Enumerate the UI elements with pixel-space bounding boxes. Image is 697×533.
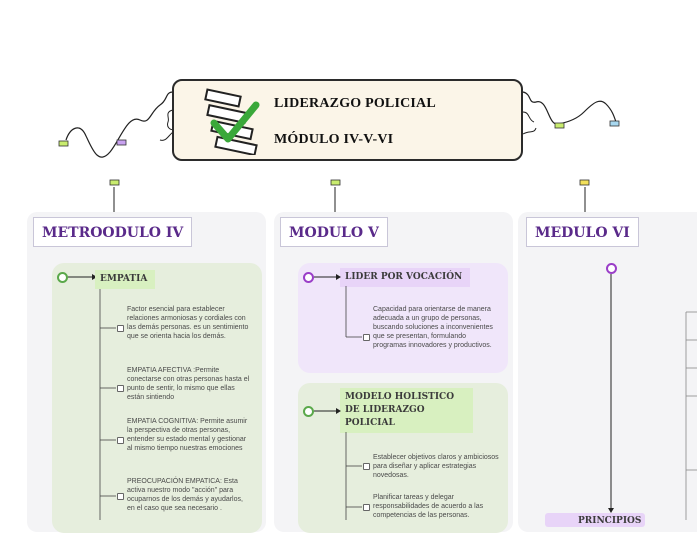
modelo-note-1: Establecer objetivos claros y ambiciosos… (373, 454, 499, 479)
note-checkbox[interactable] (117, 437, 124, 444)
central-title-line2: MÓDULO IV-V-VI (274, 132, 394, 147)
central-title-line1: LIDERAZGO POLICIAL (274, 96, 436, 111)
modelo-topic[interactable]: MODELO HOLISTICO DE LIDERAZGO POLICIAL (340, 388, 473, 433)
module-vi-title[interactable]: MEDULO VI (526, 217, 639, 247)
empatia-note-3: EMPATIA COGNITIVA: Permite asumir la per… (127, 418, 248, 452)
empatia-note-1: Factor esencial para establecer relacion… (127, 306, 249, 340)
module-v-branches (314, 274, 362, 520)
modelo-node-dot[interactable] (303, 406, 314, 417)
note-checkbox[interactable] (117, 325, 124, 332)
lider-node-dot[interactable] (303, 272, 314, 283)
lider-topic[interactable]: LIDER POR VOCACIÓN (340, 268, 470, 287)
checklist-icon (190, 87, 270, 157)
module-iv-title[interactable]: METROODULO IV (33, 217, 193, 247)
empatia-note-2: EMPATIA AFECTIVA :Permite conectarse con… (127, 367, 250, 401)
note-checkbox[interactable] (363, 463, 370, 470)
empatia-note-4: PREOCUPACIÓN EMPATICA: Esta activa nuest… (127, 478, 243, 512)
empatia-topic[interactable]: EMPATIA (95, 270, 155, 289)
empatia-node-dot[interactable] (57, 272, 68, 283)
note-checkbox[interactable] (363, 504, 370, 511)
lider-note: Capacidad para orientarse de manera adec… (373, 306, 493, 349)
modelo-note-2: Planificar tareas y delegar responsabili… (373, 494, 484, 519)
module-v-title[interactable]: MODULO V (280, 217, 388, 247)
note-checkbox[interactable] (117, 385, 124, 392)
note-checkbox[interactable] (363, 334, 370, 341)
principios-node-dot[interactable] (606, 263, 617, 274)
empatia-region (52, 263, 262, 533)
note-checkbox[interactable] (117, 493, 124, 500)
principios-topic[interactable]: PRINCIPIOS (578, 516, 642, 526)
empatia-branches (68, 274, 116, 520)
module-vi-branches (608, 274, 697, 520)
central-topic[interactable]: LIDERAZGO POLICIAL MÓDULO IV-V-VI (172, 79, 523, 161)
